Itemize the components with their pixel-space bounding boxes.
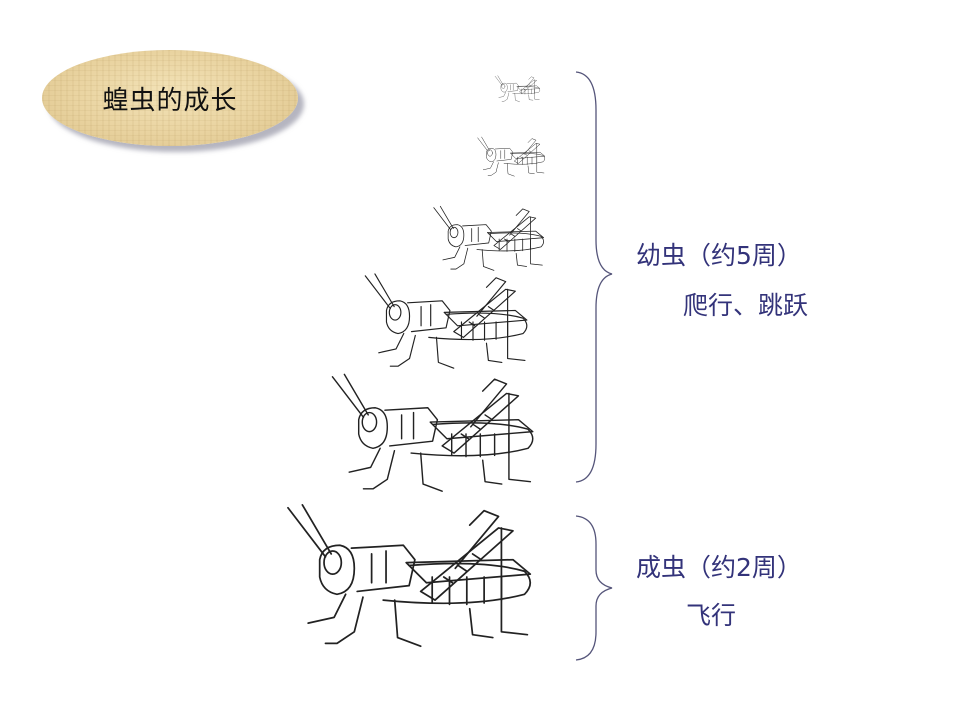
adult-stage-label: 成虫（约2周） — [636, 553, 802, 582]
grasshopper-stage-4-illustration — [358, 272, 538, 372]
grasshopper-stage-2-illustration — [476, 132, 548, 182]
grasshopper-stage-1-illustration — [494, 72, 542, 106]
nymph-stage-label: 幼虫（约5周） — [636, 241, 802, 270]
nymph-brace — [574, 70, 614, 484]
grasshopper-stage-5-illustration — [322, 372, 548, 496]
slide-title: 蝗虫的成长 — [102, 85, 238, 116]
grasshopper-adult-illustration — [270, 502, 554, 652]
title-badge: 蝗虫的成长 — [42, 50, 298, 146]
grasshopper-stage-3-illustration — [426, 205, 554, 273]
adult-behavior-label: 飞行 — [686, 601, 737, 630]
nymph-behavior-label: 爬行、跳跃 — [683, 291, 809, 320]
adult-brace — [574, 514, 614, 662]
